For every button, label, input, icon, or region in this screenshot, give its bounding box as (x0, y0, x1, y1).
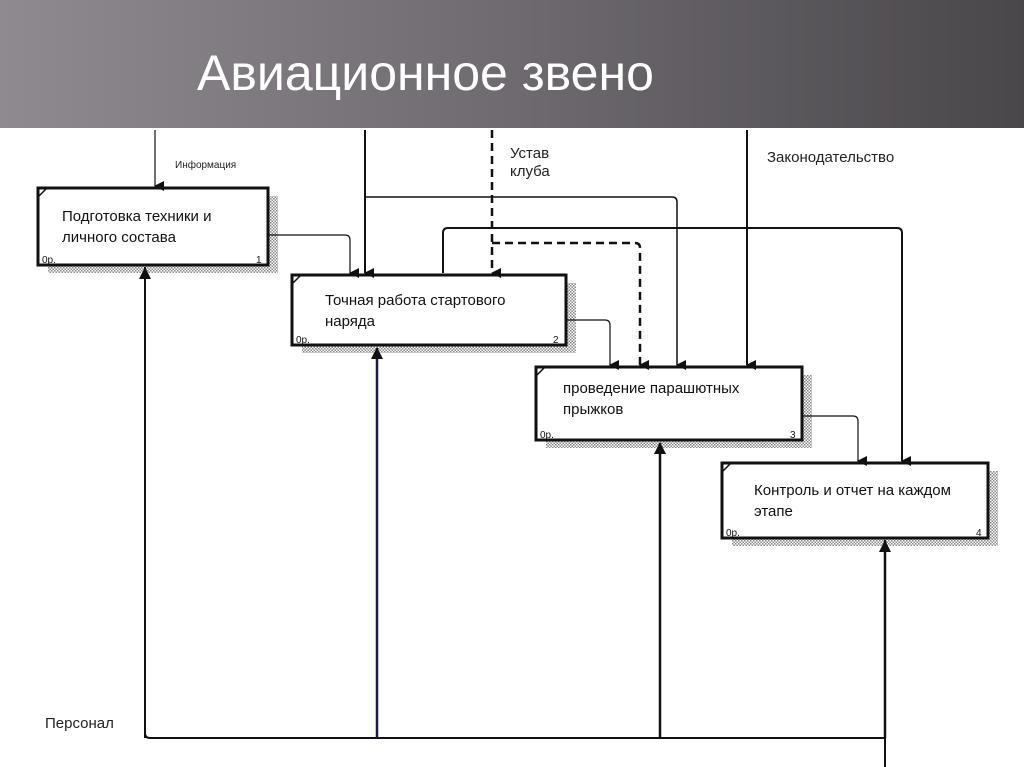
info-label: Информация (175, 160, 237, 171)
box-1-cost: 0р. (42, 255, 56, 266)
staff-label: Персонал (45, 715, 114, 732)
box-1-number: 1 (256, 255, 262, 266)
box-2-cost: 0р. (296, 335, 310, 346)
box-2-number: 2 (553, 335, 559, 346)
box-3-title: проведение парашютных прыжков (563, 380, 740, 418)
slide-title: Авиационное звено (197, 45, 654, 101)
box-4 (720, 461, 990, 540)
box-1-title: Подготовка техники и личного состава (62, 208, 212, 246)
box-2-title: Точная работа стартового наряда (325, 292, 506, 330)
box-4-cost: 0р. (726, 528, 740, 539)
box-2 (290, 273, 568, 347)
charter-label: Устав клуба (510, 145, 550, 180)
box-3-number: 3 (790, 430, 796, 441)
slide-header: Авиационное звено (0, 0, 1024, 128)
box-3 (534, 365, 804, 442)
box-4-title: Контроль и отчет на каждом этапе (754, 482, 951, 520)
box-3-cost: 0р. (540, 430, 554, 441)
law-label: Законодательство (767, 149, 895, 166)
box-4-number: 4 (976, 528, 982, 539)
box-1 (36, 186, 270, 267)
